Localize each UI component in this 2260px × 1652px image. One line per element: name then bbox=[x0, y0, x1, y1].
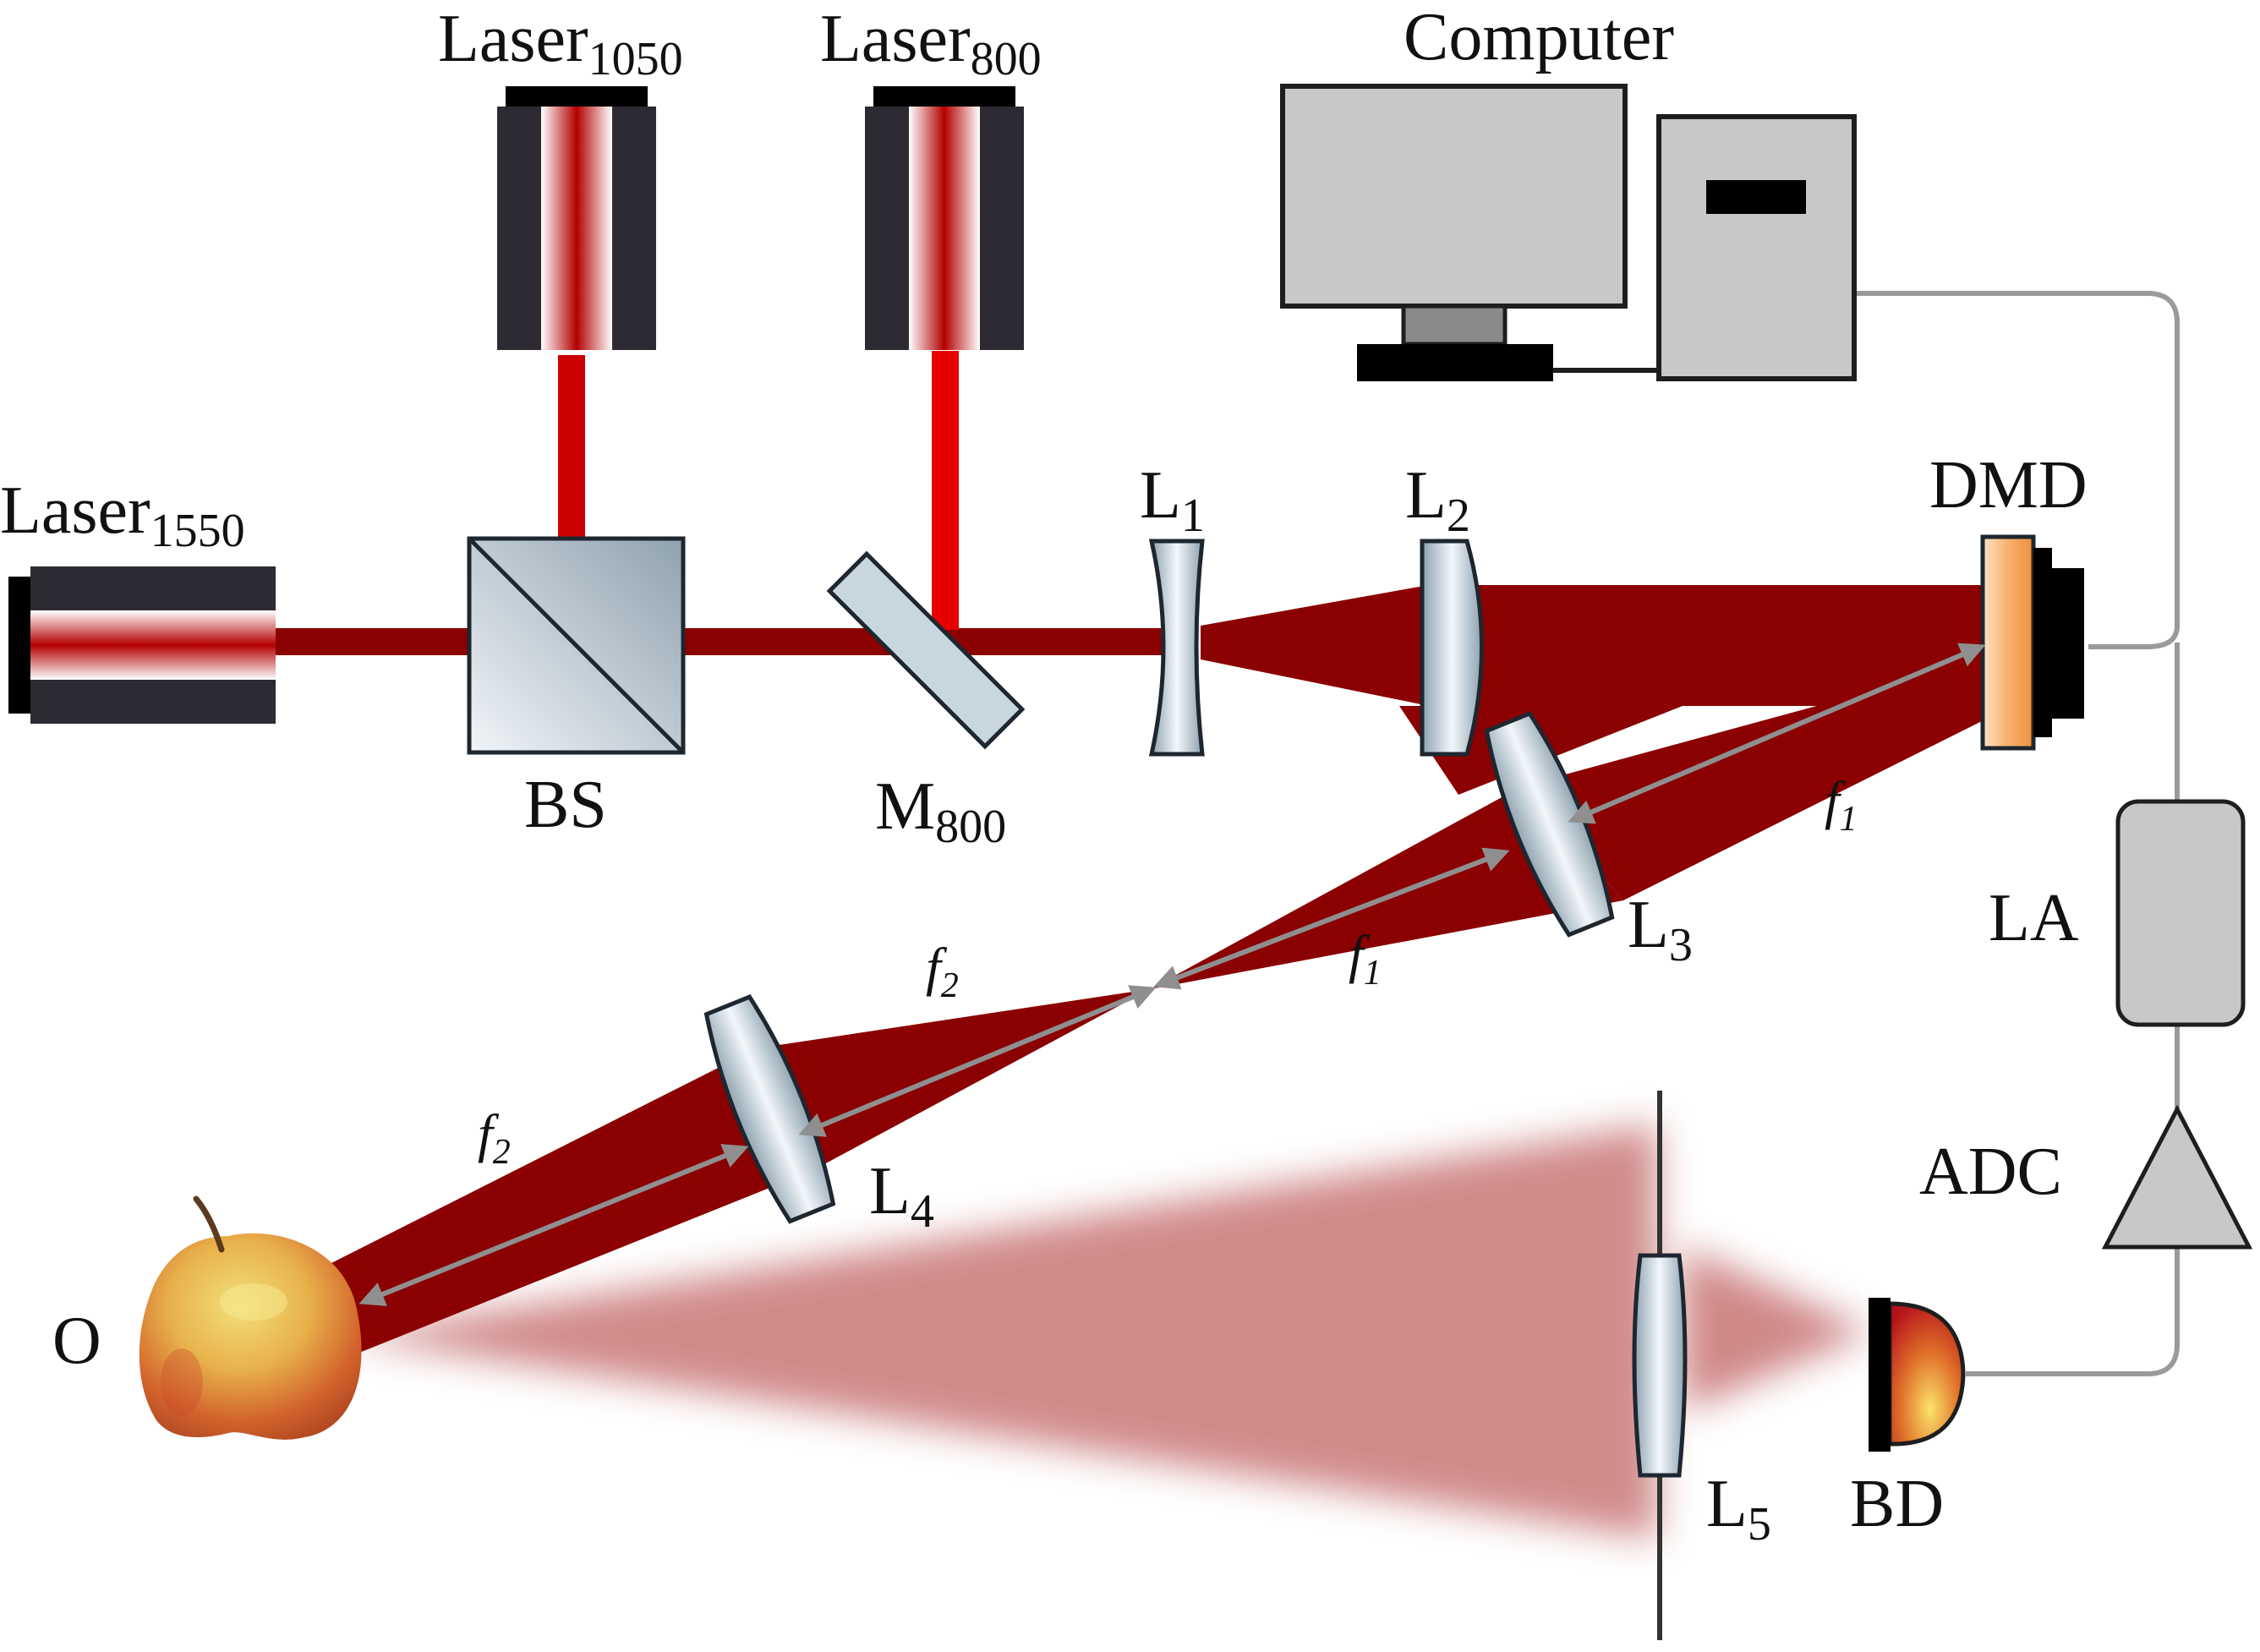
label-computer: Computer bbox=[1404, 0, 1674, 74]
computer bbox=[1280, 84, 1857, 381]
label-f2-lower: f2 bbox=[478, 1103, 511, 1172]
label-f2-upper: f2 bbox=[926, 937, 959, 1005]
lens-l4 bbox=[703, 994, 836, 1224]
label-adc: ADC bbox=[1919, 1135, 2062, 1209]
apple-icon bbox=[139, 1195, 362, 1440]
label-l3: L3 bbox=[1628, 888, 1693, 971]
input-beam bbox=[271, 351, 1167, 655]
lens-l3 bbox=[1484, 710, 1615, 938]
label-l2: L2 bbox=[1405, 458, 1470, 542]
monitor-icon bbox=[1280, 84, 1628, 309]
label-laser1550: Laser1550 bbox=[0, 473, 245, 557]
lens-l1 bbox=[1148, 539, 1205, 757]
computer-tower-icon bbox=[1656, 114, 1857, 381]
mirror-m800 bbox=[826, 550, 1026, 750]
label-l5: L5 bbox=[1706, 1467, 1771, 1551]
laser-800 bbox=[865, 86, 1024, 350]
expanded-beam bbox=[1201, 585, 1987, 706]
laser-1550 bbox=[8, 566, 276, 724]
bucket-detector-icon bbox=[1869, 1298, 1966, 1452]
laser-1050 bbox=[497, 86, 656, 350]
lens-l5 bbox=[1632, 1091, 1688, 1640]
label-l1: L1 bbox=[1140, 458, 1205, 542]
triangle-amplifier-icon bbox=[2101, 1104, 2253, 1250]
lens-l2 bbox=[1420, 539, 1484, 757]
scattered-light-cone bbox=[338, 1124, 1873, 1539]
label-object: O bbox=[52, 1304, 101, 1378]
label-l4: L4 bbox=[869, 1154, 934, 1238]
label-laser800: Laser800 bbox=[820, 2, 1042, 85]
signal-cables bbox=[1854, 291, 2180, 1376]
labels: Laser1050 Laser800 Laser1550 Computer BS… bbox=[0, 0, 2088, 1551]
label-dmd: DMD bbox=[1929, 448, 2088, 522]
label-m800: M800 bbox=[875, 769, 1006, 853]
label-la: LA bbox=[1989, 881, 2079, 955]
dmd bbox=[1980, 534, 2084, 751]
label-bs: BS bbox=[524, 768, 607, 842]
lock-in-amplifier bbox=[2115, 799, 2246, 1027]
label-bd: BD bbox=[1850, 1467, 1944, 1541]
label-laser1050: Laser1050 bbox=[438, 2, 683, 85]
beam-splitter bbox=[467, 536, 686, 755]
focal-length-arrows bbox=[358, 643, 1986, 1306]
